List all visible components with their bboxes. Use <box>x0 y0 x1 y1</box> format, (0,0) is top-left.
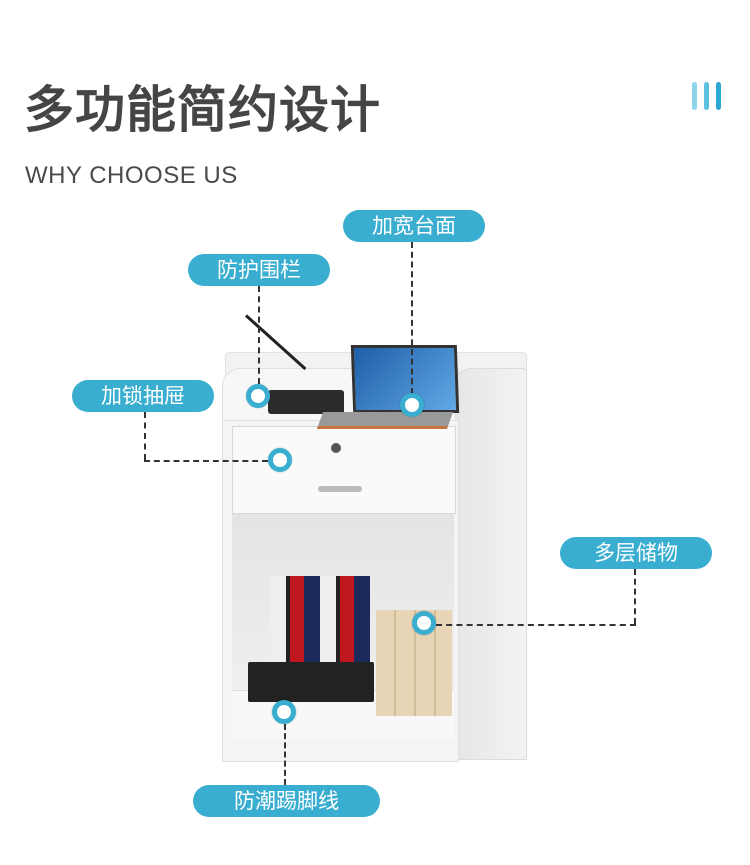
drawer <box>232 426 456 514</box>
hotspot-multi-storage[interactable] <box>412 611 436 635</box>
connector-line <box>634 569 636 624</box>
label-lock-drawer: 加锁抽屉 <box>72 380 214 412</box>
lock-icon <box>331 443 341 453</box>
hotspot-kickboard[interactable] <box>272 700 296 724</box>
hotspot-wide-top[interactable] <box>400 393 424 417</box>
label-guard-rail: 防护围栏 <box>188 254 330 286</box>
laptop-base <box>316 412 454 429</box>
connector-line <box>284 724 286 785</box>
connector-line <box>144 412 146 460</box>
connector-line <box>144 460 268 462</box>
page-subtitle: WHY CHOOSE US <box>25 162 238 189</box>
hotspot-lock-drawer[interactable] <box>268 448 292 472</box>
dvd-player <box>248 662 374 702</box>
hotspot-guard-rail[interactable] <box>246 384 270 408</box>
page-title: 多功能简约设计 <box>24 81 381 139</box>
label-kickboard: 防潮踢脚线 <box>193 785 380 817</box>
connector-line <box>436 624 636 626</box>
connector-line <box>411 242 413 394</box>
connector-line <box>258 286 260 384</box>
microphone <box>268 390 344 414</box>
label-multi-storage: 多层储物 <box>560 537 712 569</box>
label-wide-top: 加宽台面 <box>343 210 485 242</box>
binders <box>270 576 370 670</box>
drawer-handle <box>318 486 362 492</box>
